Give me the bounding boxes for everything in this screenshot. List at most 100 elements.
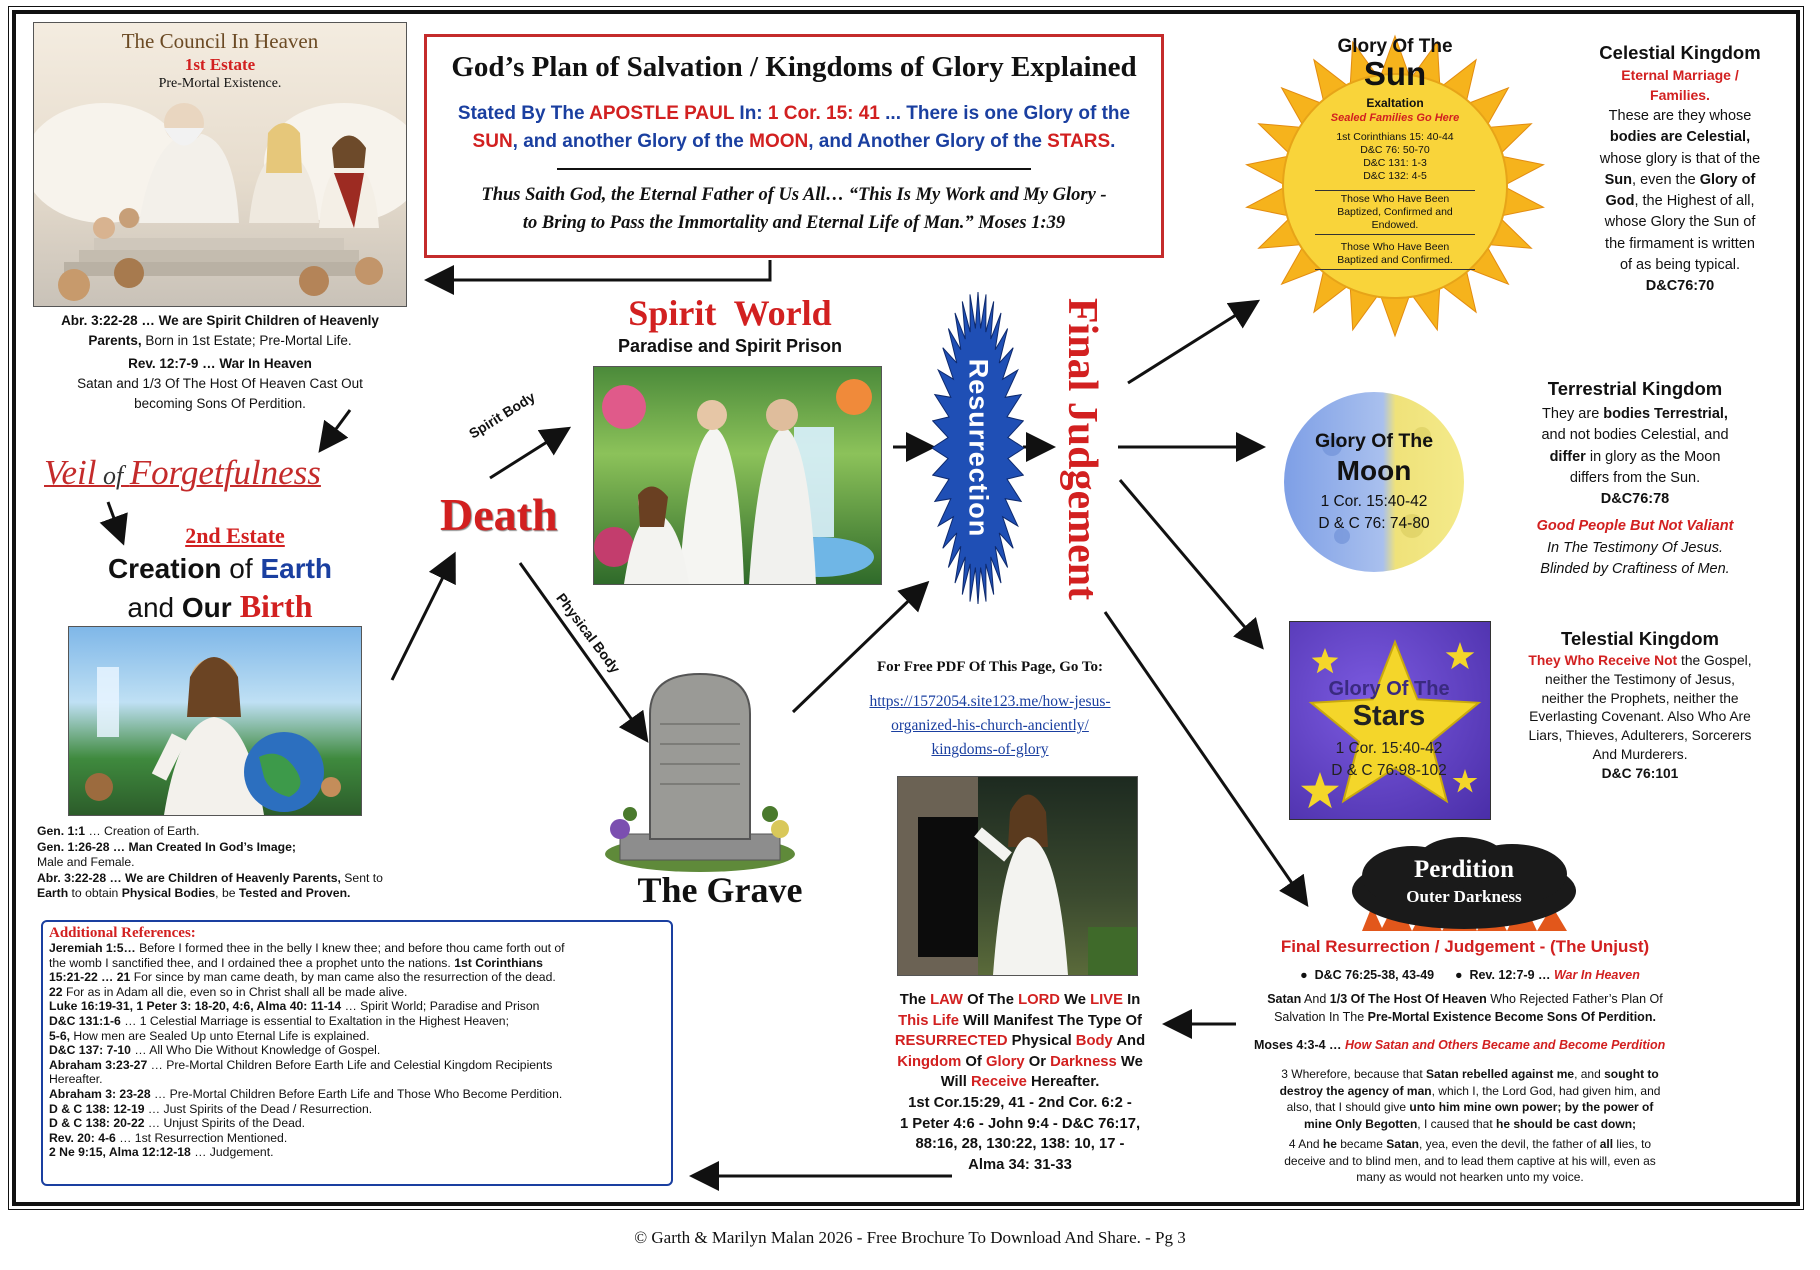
sun-ref-1: 1st Corinthians 15: 40-44 <box>1336 131 1454 143</box>
reference-text: … Unjust Spirits of the Dead. <box>144 1116 306 1131</box>
apostle-paul: APOSTLE PAUL <box>589 103 735 124</box>
verse-segment: lies, to <box>1613 1137 1652 1151</box>
header-quote-2: to Bring to Pass the Immortality and Ete… <box>522 213 1066 233</box>
final-judgement-label: Final Judgement <box>1059 297 1105 601</box>
they-are: They are <box>1542 406 1604 422</box>
terrestrial-title: Terrestrial Kingdom <box>1547 378 1723 399</box>
terrestrial-line-1: They are bodies Terrestrial, <box>1500 404 1770 425</box>
verse-line: destroy the agency of man, which I, the … <box>1240 1083 1700 1100</box>
verse-line: 3 Wherefore, because that Satan rebelled… <box>1240 1066 1700 1083</box>
celestial-line-7: the firmament is written <box>1605 235 1755 252</box>
reference-citation: 2 Ne 9:15, Alma 12:12-18 <box>49 1145 191 1160</box>
receive-not: They Who Receive Not <box>1528 653 1678 668</box>
darkness-word: Darkness <box>1050 1053 1117 1070</box>
celestial-line-2: bodies are Celestial, <box>1609 129 1751 146</box>
grave-title: The Grave <box>637 870 803 910</box>
reference-line: 2 Ne 9:15, Alma 12:12-18 … Judgement. <box>49 1145 665 1160</box>
verse-segment: , and <box>1574 1067 1605 1081</box>
council-references: Abr. 3:22-28 … We are Spirit Children of… <box>20 311 420 414</box>
bullet-2-ref: Rev. 12:7-9 … <box>1469 968 1554 982</box>
sun-baptized-endowed: Those Who Have Been Baptized, Confirmed … <box>1315 190 1475 235</box>
and-our-birth: and Our Birth <box>60 588 380 625</box>
in-word: In: <box>734 103 768 124</box>
sun-b1-3: Endowed. <box>1371 219 1419 231</box>
law-line-1: The LAW Of The LORD We LIVE In <box>880 990 1160 1011</box>
reference-citation: 5-6, <box>49 1028 71 1043</box>
reference-line: Jeremiah 1:5… Before I formed thee in th… <box>49 941 665 956</box>
council-ref-1b-bold: Parents, <box>88 333 142 348</box>
arrow-death-to-grave <box>518 562 649 743</box>
stated-by: Stated By The <box>457 103 590 124</box>
pdf-url-2[interactable]: organized-his-church-anciently/ <box>891 717 1089 734</box>
verse-segment: also, that I should give <box>1286 1100 1410 1114</box>
celestial-ref: D&C76:70 <box>1645 278 1715 295</box>
grave-image <box>600 664 800 874</box>
pdf-url-3[interactable]: kingdoms-of-glory <box>931 741 1049 758</box>
law-ref-1: 1st Cor.15:29, 41 - 2nd Cor. 6:2 - <box>908 1094 1132 1111</box>
bullet-1: ● D&C 76:25-38, 43-49 <box>1300 968 1435 982</box>
terrestrial-line-2: and not bodies Celestial, and <box>1541 427 1729 444</box>
telestial-ref: D&C 76:101 <box>1601 765 1679 781</box>
council-title: The Council In Heaven <box>121 29 319 53</box>
verse-line: deceive and to blind men, and to lead th… <box>1240 1153 1700 1170</box>
sun-b2-1: Those Who Have Been <box>1340 241 1450 253</box>
abr-ref: Abr. 3:22-28 … We are Children of Heaven… <box>37 871 437 887</box>
moon-ref-2: D & C 76: 74-80 <box>1318 515 1430 532</box>
differ-word: differ <box>1549 448 1586 465</box>
creation-word: Creation <box>107 553 222 584</box>
reference-citation: D&C 137: 7-10 <box>49 1043 131 1058</box>
bullet-2: ● Rev. 12:7-9 … War In Heaven <box>1454 968 1640 982</box>
stars-ref-1: 1 Cor. 15:40-42 <box>1335 740 1443 757</box>
spirit-world-subtitle: Paradise and Spirit Prison <box>617 336 843 356</box>
reference-citation: D&C 131:1-6 <box>49 1013 121 1028</box>
terrestrial-line-4: differs from the Sun. <box>1569 469 1701 486</box>
arrow-header-to-council <box>424 260 772 295</box>
abr-ref-cont: Earth to obtain Physical Bodies, be Test… <box>37 886 437 902</box>
additional-references-heading: Additional References: <box>49 925 196 941</box>
celestial-glory-of: Glory of <box>1699 171 1756 188</box>
celestial-line-5: God, the Highest of all, <box>1560 191 1800 212</box>
law-we: We <box>1059 992 1091 1008</box>
rejected-plan: Who Rejected Father’s Plan Of <box>1486 992 1663 1006</box>
cor-ref: 1 Cor. 15: 41 <box>767 103 880 124</box>
council-ref-2: Rev. 12:7-9 … War In Heaven <box>128 356 312 371</box>
pdf-url-1[interactable]: https://1572054.site123.me/how-jesus- <box>869 693 1111 710</box>
abr-ref-bold: Abr. 3:22-28 … We are Children of Heaven… <box>37 870 341 885</box>
verse-segment: all <box>1599 1137 1614 1151</box>
tested-proven: Tested and Proven. <box>238 886 351 901</box>
perdition-subtitle: Outer Darkness <box>1406 887 1522 906</box>
veil-word: Veil <box>44 453 97 492</box>
first-estate-label: 1st Estate <box>184 55 256 74</box>
veil-of: of <box>96 461 130 490</box>
celestial-sub-2: Families. <box>1650 87 1710 103</box>
outer-frame-line <box>8 6 1804 1210</box>
celestial-line-4: Sun, even the Glory of <box>1560 170 1800 191</box>
sun-ref-4: D&C 132: 4-5 <box>1363 170 1427 182</box>
resurrection-burst <box>932 292 1024 604</box>
and-word-law: And <box>1112 1033 1146 1050</box>
pdf-link[interactable]: https://1572054.site123.me/how-jesus- or… <box>835 690 1145 762</box>
spirit-world-illustration <box>594 379 874 584</box>
telestial-line-2: neither the Testimony of Jesus, <box>1545 671 1735 687</box>
reference-line: the womb I sanctified thee, and I ordain… <box>49 956 665 971</box>
verse-segment: Satan <box>1386 1137 1419 1151</box>
lord-word: LORD <box>1018 992 1060 1008</box>
sun-ref-2: D&C 76: 50-70 <box>1360 144 1430 156</box>
veil-forgetfulness-word: Forgetfulness <box>129 453 321 492</box>
sun-baptized-confirmed: Those Who Have Been Baptized and Confirm… <box>1315 241 1475 270</box>
reference-line: Rev. 20: 4-6 … 1st Resurrection Mentione… <box>49 1131 665 1146</box>
law-line-4: Kingdom Of Glory Or Darkness We <box>880 1052 1160 1073</box>
moses-ref: Moses 4:3-4 … How Satan and Others Becam… <box>1254 1038 1704 1052</box>
reference-line: Abraham 3: 23-28 … Pre-Mortal Children B… <box>49 1087 665 1102</box>
perdition-summary-2: Salvation In The Pre-Mortal Existence Be… <box>1240 1008 1690 1026</box>
verse-segment: deceive and to blind men, and to lead th… <box>1284 1153 1656 1168</box>
celestial-even-the: , even the <box>1632 171 1700 188</box>
sun-b1-2: Baptized, Confirmed and <box>1337 206 1453 218</box>
reference-line: 5-6, How men are Sealed Up unto Eternal … <box>49 1029 665 1044</box>
verse-line: mine Only Begotten, I caused that he sho… <box>1240 1116 1700 1133</box>
verse-segment: became <box>1336 1137 1387 1151</box>
law-ref-4: Alma 34: 31-33 <box>968 1156 1072 1173</box>
abr-ref-rest: Sent to <box>340 870 383 885</box>
reference-citation-tail: 1st Corinthians <box>454 955 543 970</box>
